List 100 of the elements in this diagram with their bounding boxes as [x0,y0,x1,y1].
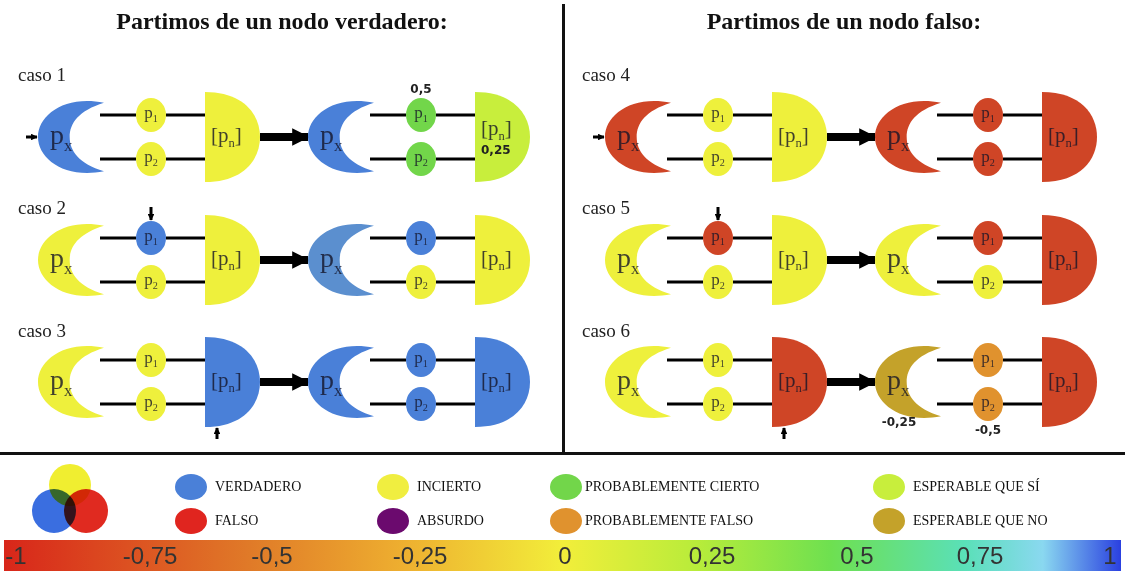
connector-line [100,280,136,284]
circle-node [703,98,733,132]
scale-tick-label: 1 [1103,541,1117,571]
value-label: -0,5 [974,423,1002,437]
crescent-node [875,98,941,176]
connector-line [100,358,136,362]
node-label: p$_{x}$ [50,242,73,278]
connector-line [370,280,406,284]
node-label: p$_{x}$ [887,364,910,400]
node-label: [p$_{n}$] [1048,368,1079,396]
circle-node [136,343,166,377]
node-label: p$_{1}$ [981,227,995,249]
connector-line [937,280,973,284]
node-label: [p$_{n}$] [778,368,809,396]
circle-node [406,387,436,421]
connector-line [667,236,703,240]
node-label: p$_{x}$ [617,364,640,400]
crescent-node [605,343,671,421]
connector-line [667,113,703,117]
connector-line [166,280,205,284]
node-label: p$_{2}$ [144,271,158,293]
node-label: p$_{1}$ [414,104,428,126]
connector-line [733,402,772,406]
connector-line [733,358,772,362]
node-label: p$_{2}$ [981,393,995,415]
arrow [780,427,788,439]
node-label: p$_{2}$ [711,271,725,293]
connector-line [370,157,406,161]
connector-line [370,358,406,362]
node-label: p$_{2}$ [981,148,995,170]
node-label: p$_{x}$ [887,119,910,155]
circle-node [973,98,1003,132]
connector-line [100,157,136,161]
scale-tick-label: -0,25 [392,541,448,571]
connector-line [166,157,205,161]
node-label: p$_{x}$ [50,119,73,155]
arrow [714,207,722,221]
legend-label: ABSURDO [417,513,484,529]
node-label: [p$_{n}$] [1048,123,1079,151]
node-label: p$_{2}$ [144,393,158,415]
circle-node [703,142,733,176]
arrow [827,373,877,391]
node-label: p$_{2}$ [711,148,725,170]
scale-tick-label: 0,5 [840,541,874,571]
connector-line [1003,402,1042,406]
circle-node [406,221,436,255]
connector-line [436,280,475,284]
scale-tick-label: 0,25 [688,541,736,571]
scale-tick-label: 0 [558,541,572,571]
legend-label: FALSO [215,513,259,529]
node-label: p$_{1}$ [711,349,725,371]
node-label: p$_{1}$ [711,104,725,126]
node-label: p$_{2}$ [414,271,428,293]
circle-node [703,221,733,255]
connector-line [667,358,703,362]
crescent-node [308,343,374,421]
circle-node [973,221,1003,255]
case-label: caso 3 [18,320,66,342]
node-label: [p$_{n}$] [211,246,242,274]
connector-line [937,402,973,406]
connector-line [436,358,475,362]
connector-line [1003,113,1042,117]
arrow [593,133,605,141]
node-label: p$_{1}$ [414,227,428,249]
crescent-node [605,98,671,176]
circle-node [703,343,733,377]
crescent-node [308,221,374,299]
connector-line [436,236,475,240]
value-label: -0,25 [881,415,917,429]
connector-line [436,113,475,117]
connector-line [370,236,406,240]
node-label: p$_{x}$ [617,119,640,155]
arrow [827,128,877,146]
node-label: p$_{1}$ [144,227,158,249]
connector-line [1003,236,1042,240]
circle-node [703,387,733,421]
case-label: caso 6 [582,320,630,342]
connector-line [667,280,703,284]
circle-node [973,387,1003,421]
node-label: [p$_{n}$] [481,246,512,274]
legend-label: VERDADERO [215,479,302,495]
legend-label: INCIERTO [417,479,482,495]
case-label: caso 4 [582,64,630,86]
connector-line [937,157,973,161]
connector-line [100,113,136,117]
case-label: caso 1 [18,64,66,86]
node-label: p$_{x}$ [887,242,910,278]
node-label: p$_{x}$ [320,119,343,155]
circle-node [703,265,733,299]
node-label: [p$_{n}$] [211,123,242,151]
connector-line [166,113,205,117]
legend-label: ESPERABLE QUE SÍ [913,479,1040,495]
node-label: p$_{x}$ [617,242,640,278]
scale-tick-label: -0,5 [251,541,293,571]
node-label: p$_{x}$ [320,364,343,400]
connector-line [166,402,205,406]
connector-line [436,402,475,406]
crescent-node [38,343,104,421]
crescent-node [875,221,941,299]
circle-node [973,142,1003,176]
